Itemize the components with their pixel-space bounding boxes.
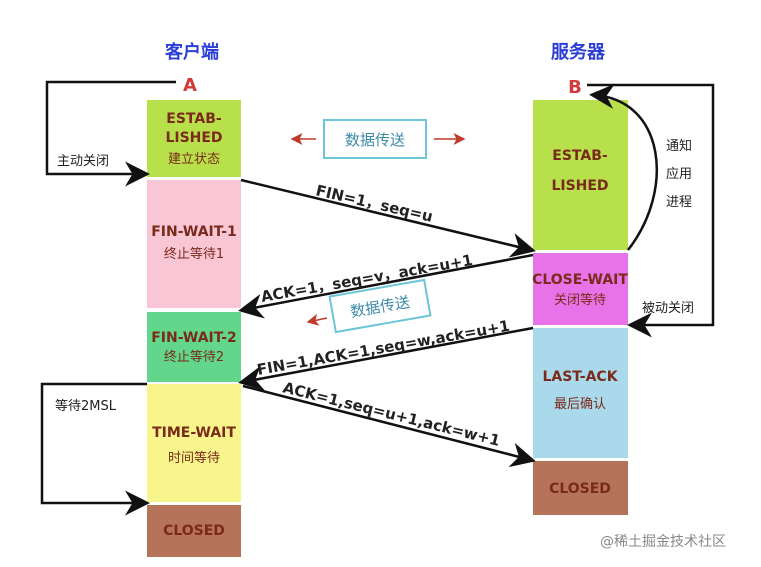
server-label-b: B	[568, 77, 582, 98]
svg-text:FIN=1,ACK=1,seq=w,ack=u+1: FIN=1,ACK=1,seq=w,ack=u+1	[256, 317, 512, 379]
svg-text:最后确认: 最后确认	[554, 397, 606, 412]
server-state-last-ack: LAST-ACK 最后确认	[533, 328, 628, 458]
client-state-closed: CLOSED	[147, 505, 241, 557]
active-close-loop: 主动关闭	[45, 80, 176, 187]
client-state-established: ESTAB- LISHED 建立状态	[147, 100, 241, 177]
svg-text:FIN-WAIT-1: FIN-WAIT-1	[151, 224, 237, 240]
svg-text:TIME-WAIT: TIME-WAIT	[152, 425, 236, 441]
svg-text:应用: 应用	[666, 166, 692, 182]
server-state-closed: CLOSED	[533, 461, 628, 515]
svg-text:进程: 进程	[666, 195, 692, 210]
svg-text:CLOSED: CLOSED	[549, 481, 611, 497]
svg-text:FIN=1，seq=u: FIN=1，seq=u	[314, 181, 434, 225]
svg-text:关闭等待: 关闭等待	[554, 292, 606, 308]
message-final-ack: ACK=1,seq=u+1,ack=w+1	[242, 378, 536, 468]
data-transfer-box-1: 数据传送	[290, 119, 466, 159]
svg-text:ACK=1,seq=u+1,ack=w+1: ACK=1,seq=u+1,ack=w+1	[281, 378, 502, 449]
svg-text:主动关闭: 主动关闭	[57, 154, 109, 169]
svg-text:建立状态: 建立状态	[168, 152, 220, 167]
data-transfer-box-2: 数据传送	[306, 278, 432, 334]
svg-text:终止等待2: 终止等待2	[164, 349, 224, 365]
notify-app-curve: 通知 应用 进程	[589, 83, 692, 251]
client-state-fin-wait-2: FIN-WAIT-2 终止等待2	[147, 312, 241, 382]
svg-text:时间等待: 时间等待	[168, 450, 220, 466]
svg-text:终止等待1: 终止等待1	[164, 246, 224, 262]
svg-text:被动关闭: 被动关闭	[642, 301, 694, 316]
server-header: 服务器	[551, 41, 606, 63]
svg-text:CLOSE-WAIT: CLOSE-WAIT	[532, 272, 628, 288]
watermark: @稀土掘金技术社区	[600, 534, 726, 550]
svg-text:LISHED: LISHED	[165, 130, 222, 146]
client-state-fin-wait-1: FIN-WAIT-1 终止等待1	[147, 180, 241, 308]
server-state-close-wait: CLOSE-WAIT 关闭等待	[532, 253, 628, 325]
svg-text:LISHED: LISHED	[551, 178, 608, 194]
svg-text:FIN-WAIT-2: FIN-WAIT-2	[151, 330, 237, 346]
client-header: 客户端	[165, 41, 219, 63]
svg-text:LAST-ACK: LAST-ACK	[542, 369, 618, 385]
svg-text:通知: 通知	[666, 138, 692, 154]
message-fin-ack: FIN=1,ACK=1,seq=w,ack=u+1	[238, 317, 534, 391]
svg-text:等待2MSL: 等待2MSL	[55, 398, 117, 414]
wait-2msl-loop: 等待2MSL	[40, 382, 150, 516]
svg-text:CLOSED: CLOSED	[163, 523, 225, 539]
client-state-time-wait: TIME-WAIT 时间等待	[147, 384, 241, 502]
svg-text:ESTAB-: ESTAB-	[166, 111, 222, 127]
svg-text:数据传送: 数据传送	[345, 131, 405, 149]
svg-text:ESTAB-: ESTAB-	[552, 148, 608, 164]
client-label-a: A	[183, 75, 197, 96]
server-state-established: ESTAB- LISHED	[533, 100, 628, 250]
passive-close-loop: 被动关闭	[587, 83, 715, 338]
message-fin: FIN=1，seq=u	[240, 178, 536, 258]
